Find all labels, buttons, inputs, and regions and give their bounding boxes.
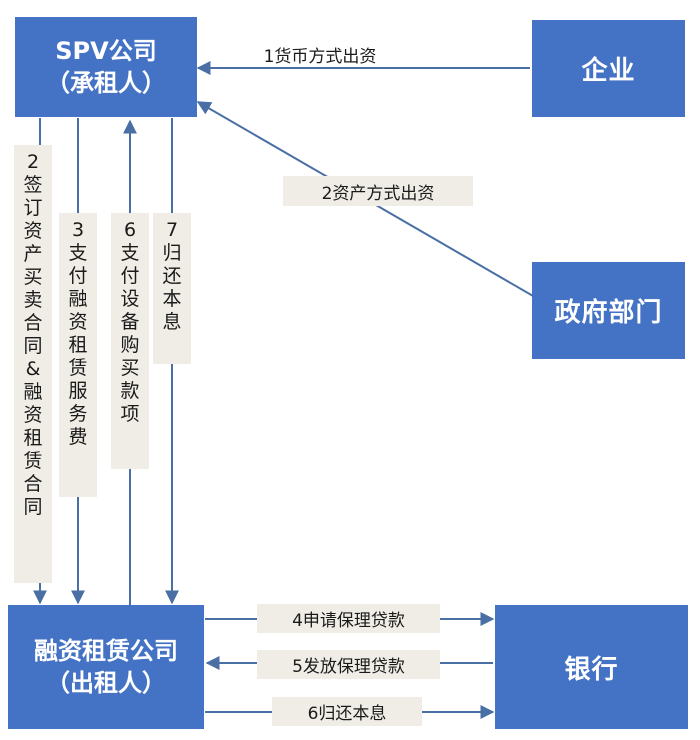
edge-label-e6b: 6归还本息	[272, 697, 422, 726]
spv-node: SPV公司 （承租人）	[15, 17, 197, 117]
edge-label-v6: 6 支 付 设 备 购 买 款 项	[111, 213, 149, 469]
government-title: 政府部门	[554, 298, 663, 328]
enterprise-title: 企业	[581, 56, 636, 86]
v2-char: &	[25, 358, 41, 380]
v2-char: 资	[23, 220, 43, 242]
v3-char: 费	[68, 426, 88, 448]
lessor-title: 融资租赁公司	[34, 637, 178, 665]
v2-char: 同	[23, 496, 43, 518]
v6-char: 项	[120, 403, 140, 425]
enterprise-node: 企业	[532, 20, 685, 117]
v7-char: 还	[162, 265, 182, 287]
v6-char: 买	[120, 357, 140, 379]
v6-char: 款	[120, 380, 140, 402]
edge-label-e5: 5发放保理贷款	[257, 650, 440, 679]
v7-char: 息	[162, 311, 182, 333]
v2-char: 订	[23, 197, 43, 219]
v6-char: 设	[120, 288, 140, 310]
v2-char: 资	[23, 404, 43, 426]
v6-char: 备	[120, 311, 140, 333]
v3-char: 付	[68, 265, 88, 287]
v7-char: 7	[165, 219, 179, 241]
edge-label-e2: 2资产方式出资	[283, 176, 473, 206]
v2-char: 产	[23, 243, 43, 265]
v3-char: 服	[68, 380, 88, 402]
edge-label-e4: 4申请保理贷款	[257, 604, 440, 633]
v2-char: 同	[23, 335, 43, 357]
lessor-node: 融资租赁公司 （出租人）	[8, 605, 204, 729]
lessor-subtitle: （出租人）	[46, 669, 166, 697]
v6-char: 购	[120, 334, 140, 356]
bank-title: 银行	[564, 654, 619, 685]
v3-char: 务	[68, 403, 88, 425]
v3-char: 资	[68, 311, 88, 333]
v6-char: 付	[120, 265, 140, 287]
bank-node: 银行	[495, 605, 688, 729]
spv-title: SPV公司	[55, 37, 157, 65]
edge-label-v3: 3 支 付 融 资 租 赁 服 务 费	[59, 213, 97, 497]
v7-char: 本	[162, 288, 182, 310]
v7-char: 归	[162, 242, 182, 264]
government-node: 政府部门	[532, 262, 685, 359]
edge-label-v2: 2 签 订 资 产 买 卖 合 同 & 融 资 租 赁 合 同	[14, 145, 52, 583]
v3-char: 融	[68, 288, 88, 310]
v2-char: 2	[26, 151, 40, 173]
v2-char: 买	[23, 266, 43, 288]
edge-label-v7: 7 归 还 本 息	[153, 213, 191, 364]
v2-char: 融	[23, 381, 43, 403]
v2-char: 合	[23, 473, 43, 495]
v6-char: 支	[120, 242, 140, 264]
v2-char: 合	[23, 312, 43, 334]
v3-char: 赁	[68, 357, 88, 379]
edge-label-e1: 1货币方式出资	[240, 42, 400, 67]
spv-subtitle: （承租人）	[46, 69, 166, 97]
v3-char: 3	[71, 219, 85, 241]
v2-char: 签	[23, 174, 43, 196]
v2-char: 租	[23, 427, 43, 449]
v2-char: 卖	[23, 289, 43, 311]
v2-char: 赁	[23, 450, 43, 472]
v3-char: 支	[68, 242, 88, 264]
v3-char: 租	[68, 334, 88, 356]
v6-char: 6	[123, 219, 137, 241]
